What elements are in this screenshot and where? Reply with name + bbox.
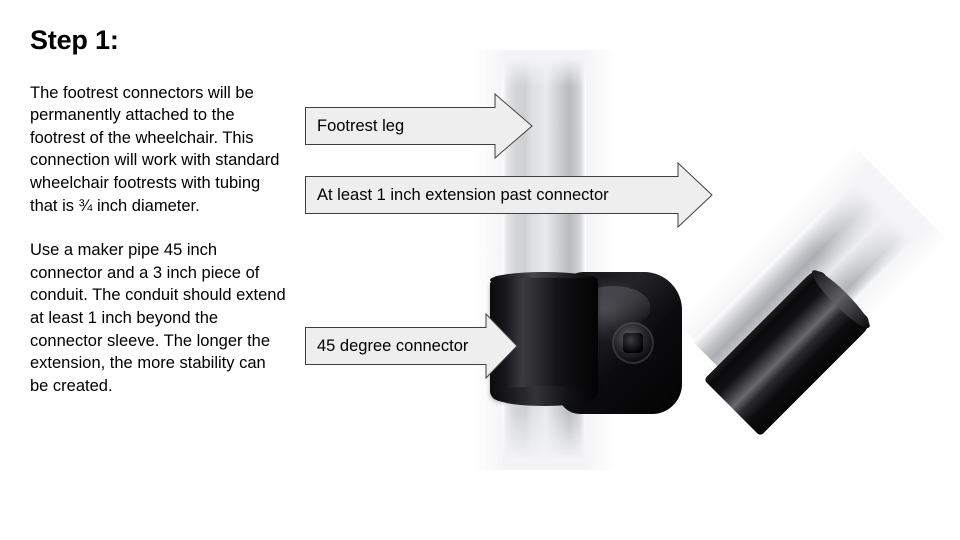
- page-title: Step 1:: [30, 25, 119, 55]
- instruction-paragraph-1: The footrest connectors will be permanen…: [30, 83, 280, 215]
- connector-photograph: [430, 50, 949, 470]
- right-arrow-icon: [305, 93, 533, 159]
- callout-extension: At least 1 inch extension past connector: [305, 162, 713, 228]
- callout-45-degree-connector: 45 degree connector: [305, 313, 518, 379]
- instruction-text-column: Step 1: The footrest connectors will be …: [30, 25, 288, 397]
- callout-extension-label: At least 1 inch extension past connector: [317, 185, 609, 204]
- instruction-paragraph-2: Use a maker pipe 45 inch connector and a…: [30, 241, 286, 395]
- connector-sleeve-bottom-rim: [492, 386, 596, 406]
- callout-45-degree-connector-label: 45 degree connector: [317, 336, 469, 355]
- right-arrow-icon: [305, 313, 518, 379]
- callout-footrest-leg: Footrest leg: [305, 93, 533, 159]
- hex-socket-screw-icon: [612, 322, 654, 364]
- right-arrow-icon: [305, 162, 713, 228]
- callout-footrest-leg-label: Footrest leg: [317, 116, 405, 135]
